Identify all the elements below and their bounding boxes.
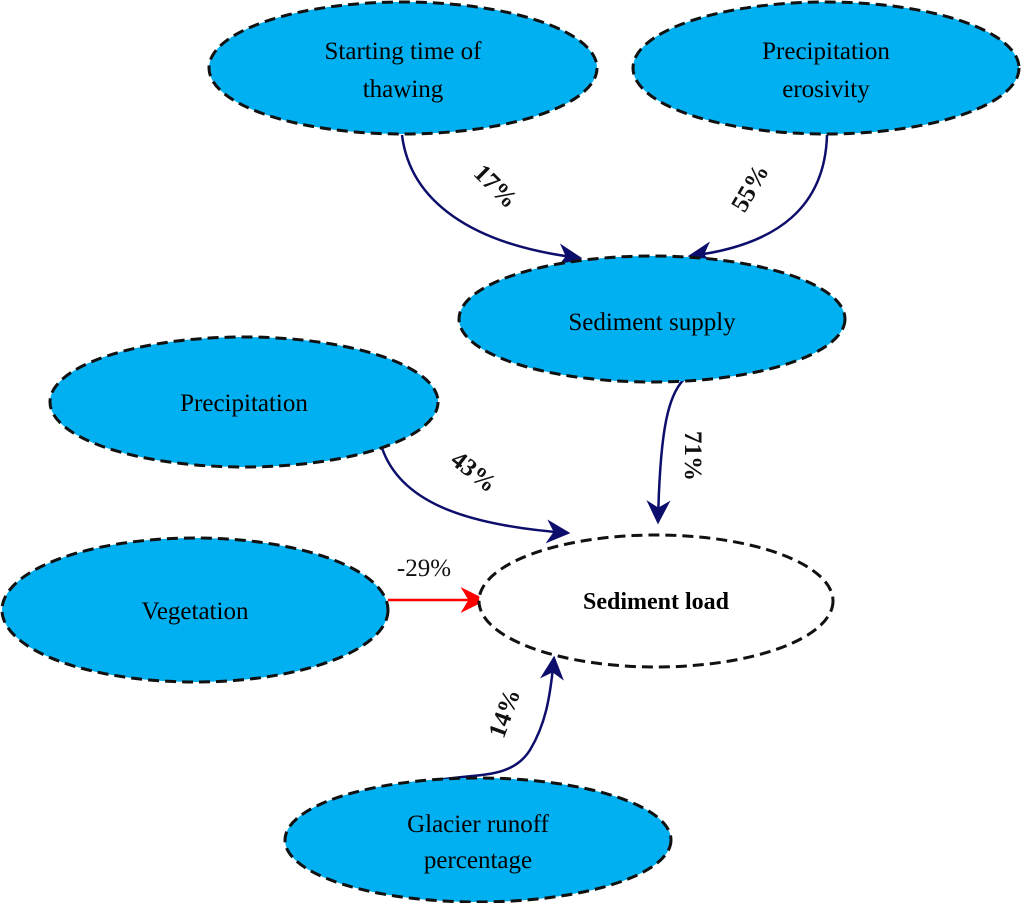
edge-label-17: 17% (468, 159, 522, 213)
edge-label-55: 55% (726, 160, 774, 217)
edge-thawing-to-supply (400, 134, 583, 268)
edge-supply-to-load (646, 374, 689, 525)
edge-label-14: 14% (484, 685, 526, 741)
node-label-erosivity-line1: Precipitation (762, 38, 890, 65)
node-vegetation: Vegetation (0, 536, 390, 684)
node-label-erosivity-line2: erosivity (782, 76, 870, 103)
edge-erosivity-to-supply (687, 134, 829, 266)
node-starting-time-of-thawing: Starting time of thawing (207, 0, 599, 136)
edge-label-43: 43% (446, 446, 502, 498)
node-label-thawing-line2: thawing (363, 76, 444, 103)
edge-label-71: 71% (679, 431, 706, 481)
node-sediment-supply: Sediment supply (457, 254, 847, 384)
node-label-thawing-line1: Starting time of (325, 38, 483, 65)
node-label-glacier-line1: Glacier runoff (407, 811, 550, 838)
node-label-vegetation: Vegetation (142, 598, 249, 625)
node-label-load: Sediment load (583, 589, 730, 615)
node-label-supply: Sediment supply (568, 309, 736, 336)
node-sediment-load: Sediment load (477, 533, 835, 669)
node-label-glacier-line2: percentage (424, 847, 532, 874)
edge-precipitation-to-load (380, 447, 571, 544)
edge-label-minus29: -29% (397, 555, 451, 582)
edge-glacier-to-load (427, 655, 564, 784)
node-precipitation-erosivity: Precipitation erosivity (631, 0, 1021, 136)
node-glacier-runoff-percentage: Glacier runoff percentage (283, 776, 673, 903)
node-label-precipitation: Precipitation (180, 390, 308, 417)
node-precipitation: Precipitation (48, 335, 440, 469)
